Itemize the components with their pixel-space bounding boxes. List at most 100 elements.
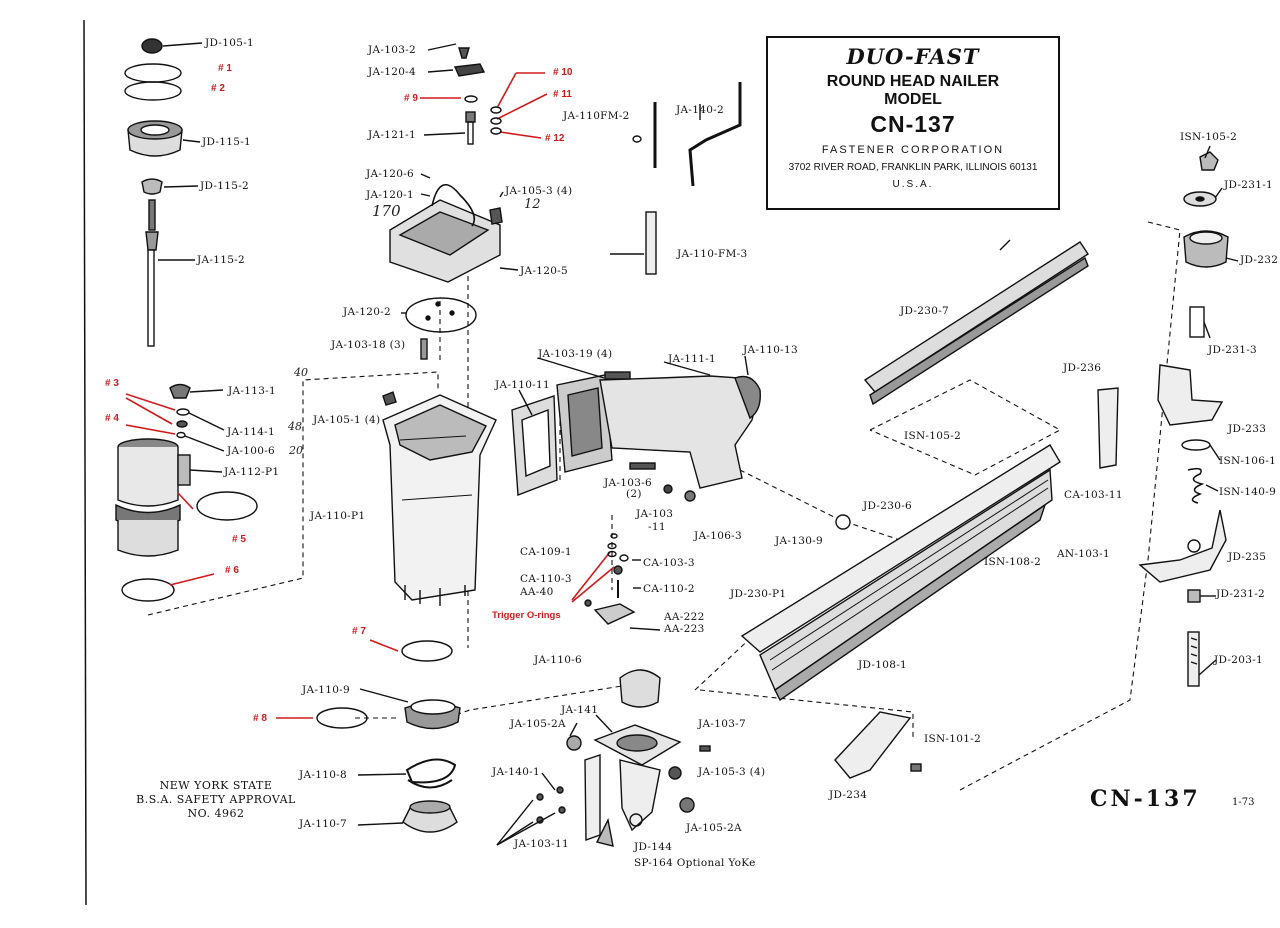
part-label: JA-105-2A: [686, 822, 742, 834]
part-label: JA-110-8: [299, 769, 348, 781]
part-label: JD-108-1: [858, 659, 908, 671]
yoke-assembly: [496, 669, 711, 847]
cap-stack: [115, 38, 258, 602]
oring-label: # 2: [211, 83, 225, 94]
handwritten-note: 170: [372, 202, 401, 220]
handwritten-note: 48: [288, 420, 302, 433]
part-label: ISN-101-2: [924, 733, 982, 745]
part-label: AN-103-1: [1057, 548, 1110, 560]
part-label: JA-103-7: [698, 718, 747, 730]
company-address: 3702 RIVER ROAD, FRANKLIN PARK, ILLINOIS…: [788, 162, 1038, 173]
part-label: AA-40: [520, 586, 554, 598]
magazine-rails: [740, 239, 1227, 779]
part-label: JD-234: [829, 789, 868, 801]
part-label: JA-103-2: [368, 44, 417, 56]
part-label: ISN-108-2: [984, 556, 1042, 568]
handwritten-note: 12: [524, 197, 541, 212]
part-label: JA-105-3 (4): [698, 766, 766, 778]
part-label: JA-110FM-2: [563, 110, 630, 122]
part-label: JA-103-18 (3): [331, 339, 406, 351]
part-label: ISN-140-9: [1219, 486, 1277, 498]
part-label: JD-230-P1: [730, 588, 787, 600]
approval-line: NO. 4962: [187, 807, 245, 820]
oring-label: # 6: [225, 565, 239, 576]
part-label: JD-235: [1228, 551, 1267, 563]
company-country: U.S.A.: [892, 179, 934, 190]
part-label: JA-114-1: [227, 426, 276, 438]
part-label: JA-105-2A: [510, 718, 566, 730]
model-number: CN-137: [870, 111, 956, 137]
part-label: JA-120-1: [366, 189, 415, 201]
oring-label: # 1: [218, 63, 232, 74]
part-label: JA-103-11: [514, 838, 569, 850]
part-label: JA-120-6: [366, 168, 415, 180]
part-label: JA-100-6: [227, 445, 276, 457]
part-label: JD-231-3: [1208, 344, 1258, 356]
part-label: JA-120-5: [520, 265, 569, 277]
oring-label: # 4: [105, 413, 119, 424]
footer-model-number: CN-137: [1090, 786, 1201, 812]
part-label: JA-120-2: [343, 306, 392, 318]
red-leaders: [125, 72, 615, 719]
oring-label: # 12: [545, 133, 565, 144]
part-label: JA-110-6: [534, 654, 583, 666]
part-label: JD-230-6: [863, 500, 913, 512]
oring-label: # 8: [253, 713, 267, 724]
part-label: JA-110-13: [743, 344, 798, 356]
part-label: JA-103-19 (4): [538, 348, 613, 360]
part-label: JA-110-FM-3: [677, 248, 748, 260]
model-heading: MODEL: [884, 91, 942, 108]
part-label: JA-110-P1: [310, 510, 366, 522]
part-label: JA-113-1: [228, 385, 277, 397]
oring-label: # 10: [553, 67, 573, 78]
valve-cap-assembly: [389, 43, 519, 360]
part-label: CA-110-3: [520, 573, 572, 585]
part-label: JA-111-1: [668, 353, 717, 365]
oring-label: # 9: [404, 93, 418, 104]
part-label: JD-115-2: [200, 180, 250, 192]
part-label: CA-103-11: [1064, 489, 1123, 501]
part-label: JD-233: [1228, 423, 1267, 435]
part-label: JA-140-2: [676, 104, 725, 116]
part-label: JD-232: [1240, 254, 1279, 266]
part-label: JD-144: [634, 841, 673, 853]
part-label: JD-231-2: [1216, 588, 1266, 600]
part-label: CA-109-1: [520, 546, 572, 558]
brand-logo: DUO-FAST: [846, 44, 980, 69]
part-label: JA-115-2: [197, 254, 246, 266]
title-block: DUO-FAST ROUND HEAD NAILER MODEL CN-137 …: [766, 36, 1060, 210]
main-body: [382, 355, 761, 606]
part-label: JD-236: [1063, 362, 1102, 374]
date-code: 1-73: [1232, 797, 1255, 808]
approval-line: NEW YORK STATE: [159, 779, 273, 792]
part-label: AA-222: [664, 611, 705, 623]
oring-label: # 3: [105, 378, 119, 389]
part-label: JA-103: [636, 508, 674, 520]
part-label: JA-103-6: [604, 477, 653, 489]
part-label: JA-140-1: [492, 766, 541, 778]
oring-label: # 11: [553, 89, 572, 100]
part-label: JA-120-4: [368, 66, 417, 78]
handwritten-note: 20: [289, 444, 303, 457]
lower-stack: [316, 640, 461, 833]
part-label: ISN-105-2: [1180, 131, 1238, 143]
part-label: JD-203-1: [1214, 654, 1264, 666]
approval-line: B.S.A. SAFETY APPROVAL: [136, 793, 296, 806]
yoke-note: SP-164 Optional YoKe: [634, 857, 756, 869]
part-label: ISN-106-1: [1219, 455, 1277, 467]
part-label: JA-121-1: [368, 129, 417, 141]
part-label: CA-103-3: [643, 557, 695, 569]
part-label: JD-230-7: [900, 305, 950, 317]
part-label: JA-141: [561, 704, 599, 716]
part-label: JA-110-9: [302, 684, 351, 696]
handwritten-note: 40: [294, 366, 308, 379]
part-label: JA-106-3: [694, 530, 743, 542]
trigger-rod-parts: [610, 82, 742, 275]
part-label: JD-231-1: [1224, 179, 1274, 191]
part-label: JA-105-1 (4): [313, 414, 381, 426]
part-label: JA-110-7: [299, 818, 348, 830]
part-label: -11: [648, 521, 666, 533]
part-label: ISN-105-2: [904, 430, 962, 442]
part-label: JA-130-9: [775, 535, 824, 547]
